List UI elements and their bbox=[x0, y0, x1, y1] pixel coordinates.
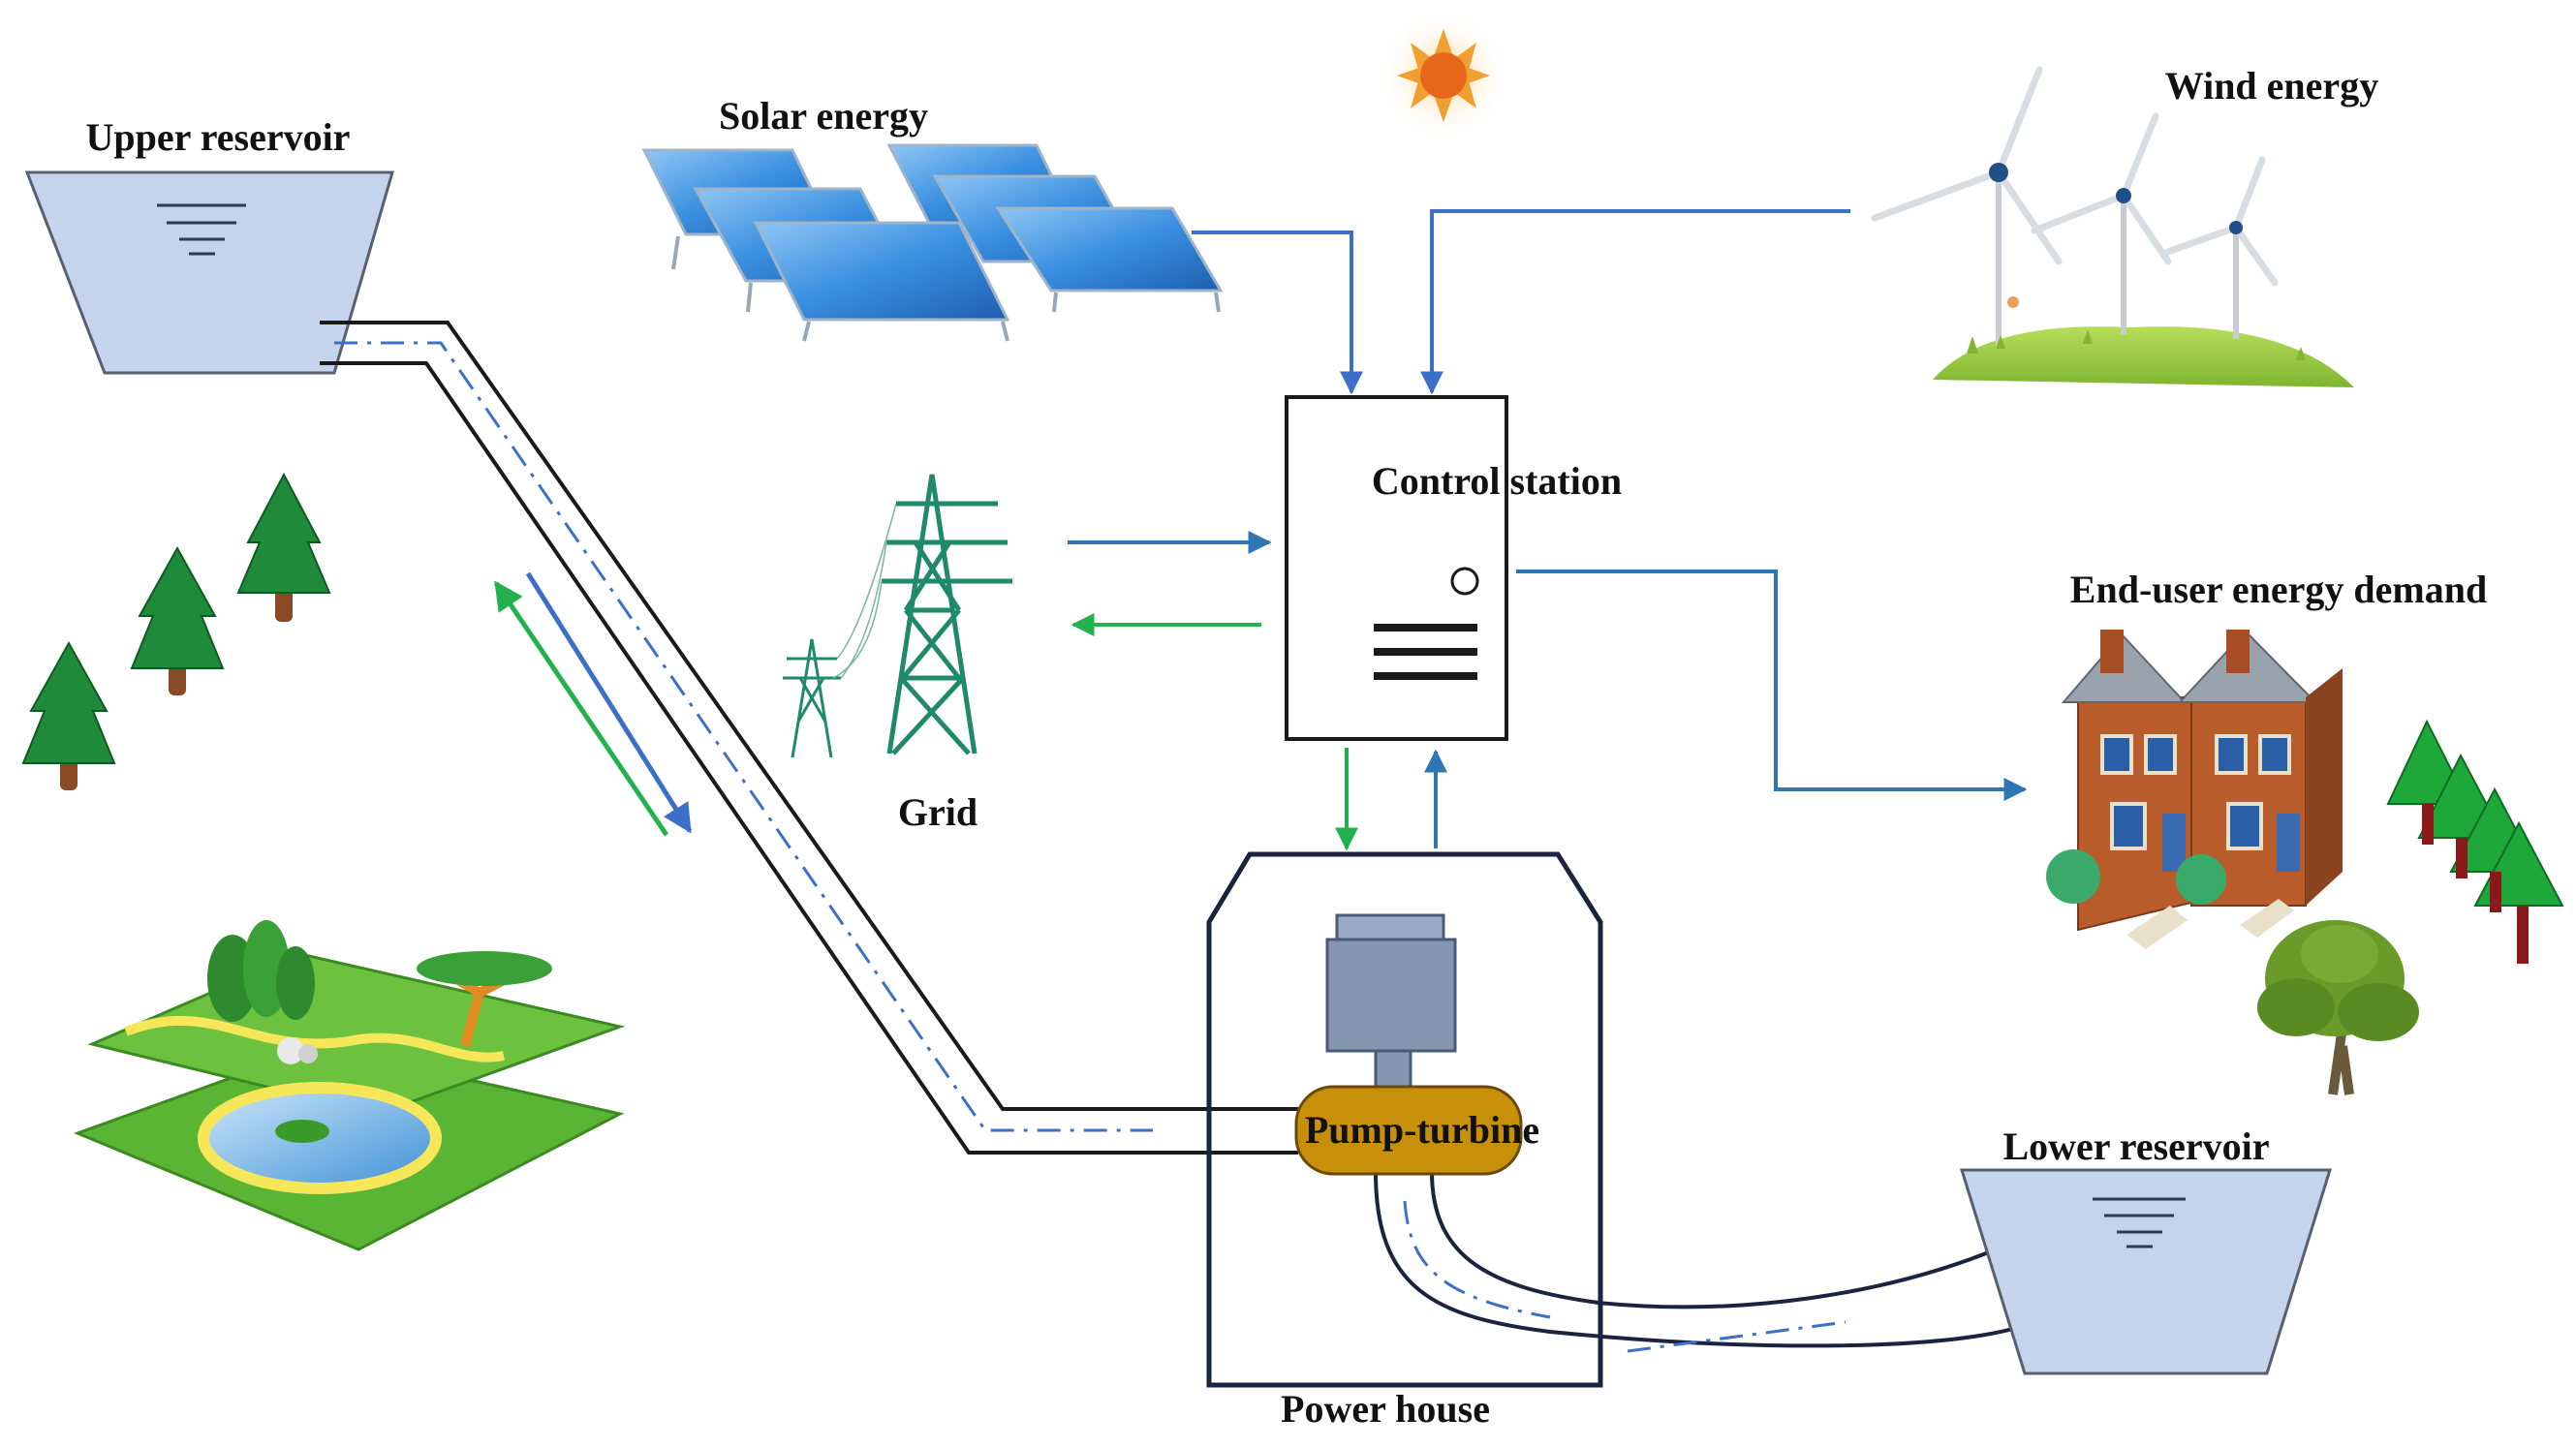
control-to-demand-arrow bbox=[1516, 570, 2028, 801]
solar-energy: Solar energy bbox=[641, 94, 1224, 342]
water-level-icon bbox=[157, 203, 246, 256]
transmission-tower-icon bbox=[882, 474, 1012, 755]
power-house: Power house Pump-turbine bbox=[1206, 851, 2021, 1431]
draft-tube-wall-inner bbox=[1430, 1171, 1997, 1309]
penstock-upper bbox=[320, 321, 1298, 1155]
upper-reservoir-basin bbox=[24, 170, 394, 375]
draft-tube bbox=[1374, 1171, 2021, 1353]
draft-tube-centerline bbox=[1403, 1200, 1551, 1319]
lower-reservoir: Lower reservoir bbox=[1959, 1125, 2333, 1375]
end-user-demand: End-user energy demand bbox=[2046, 568, 2564, 1095]
pumping-flow-arrow bbox=[493, 580, 669, 837]
grid-label: Grid bbox=[898, 790, 978, 834]
end-user-demand-label: End-user energy demand bbox=[2070, 568, 2487, 611]
tree-icon bbox=[21, 640, 116, 790]
water-level-icon bbox=[2093, 1197, 2186, 1248]
pump-turbine-unit bbox=[1294, 1085, 1523, 1176]
pump-turbine-label: Pump-turbine bbox=[1305, 1108, 1539, 1152]
wind-energy-label: Wind energy bbox=[2165, 64, 2378, 108]
lower-reservoir-basin bbox=[1959, 1168, 2333, 1375]
wind-to-control-arrow bbox=[1420, 209, 1850, 395]
upper-reservoir-label: Upper reservoir bbox=[86, 115, 351, 159]
generator-icon bbox=[1325, 913, 1457, 1092]
solar-to-control-arrow bbox=[1192, 231, 1363, 395]
wind-turbine-icon bbox=[1871, 66, 2354, 387]
tailrace-centerline bbox=[1627, 1320, 1847, 1353]
sun-icon bbox=[1378, 10, 1509, 141]
transmission-tower-small-icon bbox=[783, 638, 841, 758]
control-station-box bbox=[1285, 395, 1508, 741]
penstock-wall-bottom bbox=[320, 361, 1298, 1155]
draft-tube-wall-outer bbox=[1374, 1171, 2021, 1348]
control-station-label: Control station bbox=[1372, 459, 1622, 503]
power-house-label: Power house bbox=[1281, 1387, 1490, 1431]
oak-tree-icon bbox=[2257, 920, 2419, 1095]
tree-icon bbox=[236, 472, 331, 622]
penstock-wall-top bbox=[320, 321, 1298, 1111]
grid: Grid bbox=[783, 474, 1012, 834]
solar-energy-label: Solar energy bbox=[719, 94, 928, 138]
lower-reservoir-label: Lower reservoir bbox=[2002, 1125, 2269, 1168]
indicator-light-icon bbox=[1450, 567, 1479, 596]
houses-icon bbox=[2046, 630, 2343, 949]
generation-flow-arrow bbox=[525, 571, 693, 834]
control-station: Control station bbox=[1285, 395, 1622, 741]
penstock-centerline bbox=[334, 341, 1153, 1132]
tree-icon bbox=[130, 545, 225, 695]
landscape-icon bbox=[73, 920, 626, 1251]
wind-energy: Wind energy bbox=[1871, 64, 2378, 387]
control-panel-icon bbox=[1374, 624, 1477, 680]
solar-panel-icon bbox=[641, 143, 1224, 342]
power-house-outline bbox=[1206, 851, 1603, 1388]
upper-reservoir: Upper reservoir bbox=[24, 115, 394, 375]
tree-icon-group-left bbox=[21, 472, 331, 790]
tree-icon-group-right bbox=[2386, 719, 2564, 964]
